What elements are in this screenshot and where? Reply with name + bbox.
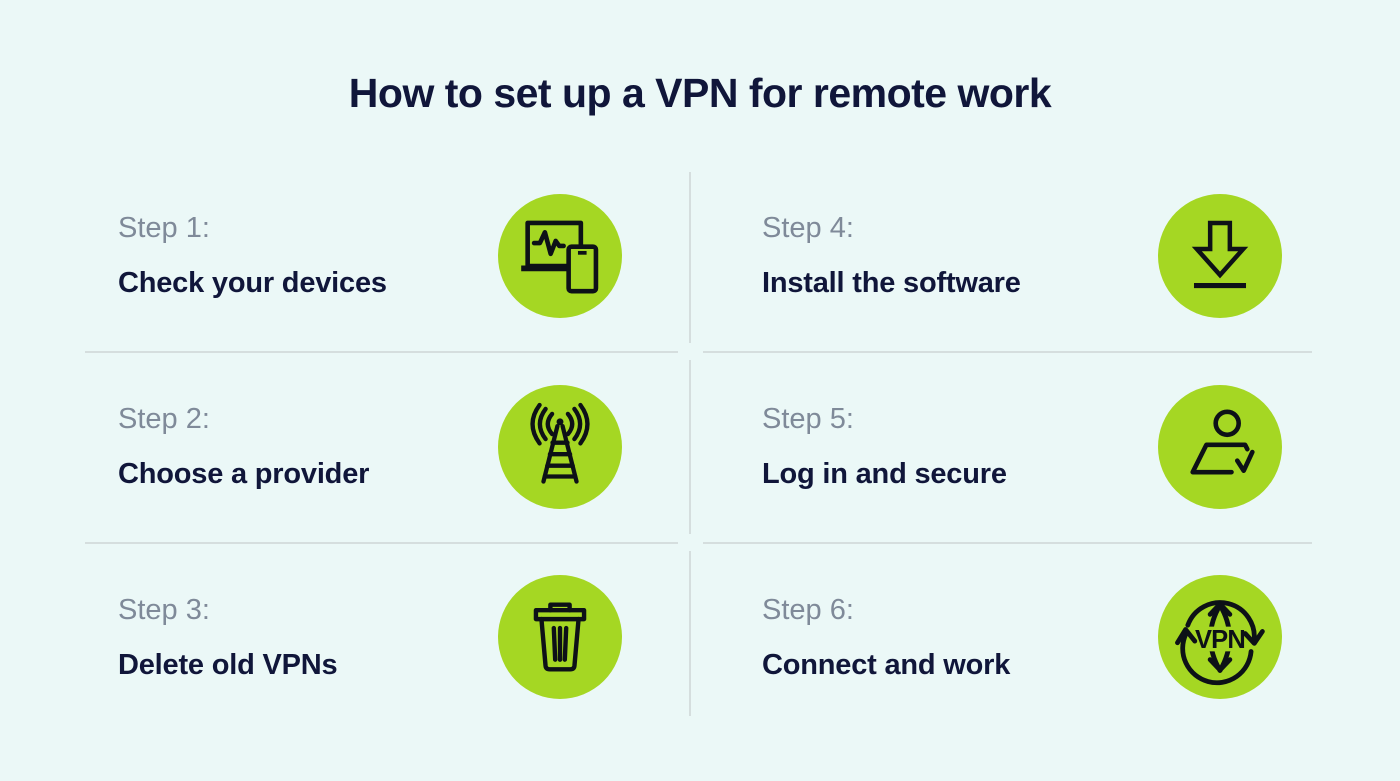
step-2-icon-circle bbox=[498, 385, 622, 509]
step-5-icon-circle bbox=[1158, 385, 1282, 509]
row-divider bbox=[85, 351, 678, 353]
step-4-label: Step 4: bbox=[762, 212, 854, 244]
column-divider bbox=[689, 551, 691, 716]
vpn-badge-text: VPN bbox=[1195, 626, 1245, 654]
step-5-label: Step 5: bbox=[762, 403, 854, 435]
step-4-title: Install the software bbox=[762, 267, 1021, 299]
step-3-label: Step 3: bbox=[118, 594, 210, 626]
step-4: Step 4: Install the software bbox=[762, 212, 1162, 300]
antenna-icon bbox=[530, 402, 590, 484]
step-6-title: Connect and work bbox=[762, 649, 1011, 681]
step-3-icon-circle bbox=[498, 575, 622, 699]
column-divider bbox=[689, 360, 691, 534]
step-3: Step 3: Delete old VPNs bbox=[118, 594, 518, 682]
step-1-icon-circle bbox=[498, 194, 622, 318]
step-1-label: Step 1: bbox=[118, 212, 210, 244]
step-1: Step 1: Check your devices bbox=[118, 212, 518, 300]
row-divider bbox=[703, 542, 1312, 544]
download-icon bbox=[1191, 220, 1249, 289]
trash-icon bbox=[533, 602, 587, 672]
vpn-globe-icon: VPN bbox=[1175, 600, 1265, 686]
step-3-title: Delete old VPNs bbox=[118, 649, 338, 681]
page-title: How to set up a VPN for remote work bbox=[348, 70, 1052, 116]
step-4-icon-circle bbox=[1158, 194, 1282, 318]
step-6-icon-circle: VPN bbox=[1158, 575, 1282, 699]
row-divider bbox=[85, 542, 678, 544]
column-divider bbox=[689, 172, 691, 343]
step-6: Step 6: Connect and work bbox=[762, 594, 1162, 682]
login-icon bbox=[1190, 409, 1255, 475]
step-2-label: Step 2: bbox=[118, 403, 210, 435]
step-1-title: Check your devices bbox=[118, 267, 387, 299]
step-6-label: Step 6: bbox=[762, 594, 854, 626]
devices-icon bbox=[521, 220, 599, 294]
step-5-title: Log in and secure bbox=[762, 458, 1007, 490]
row-divider bbox=[703, 351, 1312, 353]
step-2: Step 2: Choose a provider bbox=[118, 403, 518, 491]
step-2-title: Choose a provider bbox=[118, 458, 370, 490]
step-5: Step 5: Log in and secure bbox=[762, 403, 1162, 491]
